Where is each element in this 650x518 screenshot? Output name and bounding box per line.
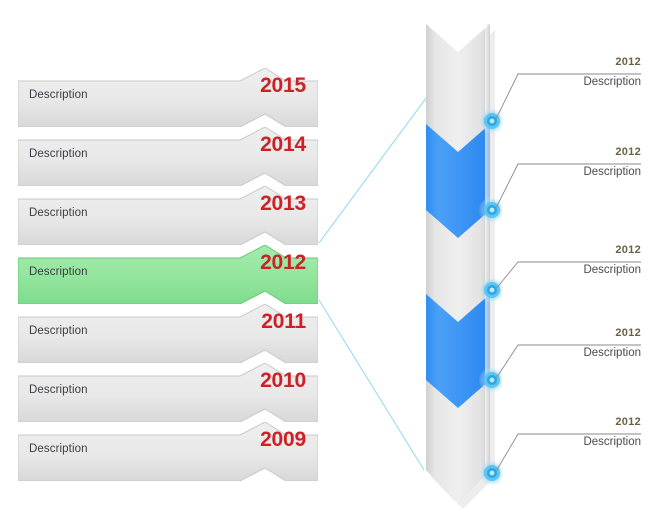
year-row-shape bbox=[18, 127, 318, 186]
year-row-shape bbox=[18, 422, 318, 481]
ribbon-body bbox=[426, 24, 490, 504]
year-row[interactable]: Description 2012 bbox=[18, 245, 318, 304]
callout-description: Description bbox=[583, 264, 641, 276]
ribbon-segment-blue-2 bbox=[426, 294, 490, 408]
ribbon-marker-3[interactable] bbox=[479, 277, 505, 303]
year-row-label: 2010 bbox=[260, 369, 306, 392]
year-row-description: Description bbox=[29, 148, 88, 160]
ribbon-graphic bbox=[412, 18, 505, 513]
year-row-shape bbox=[18, 68, 318, 127]
year-row[interactable]: Description 2009 bbox=[18, 422, 318, 481]
year-row-label: 2015 bbox=[260, 74, 306, 97]
year-row[interactable]: Description 2015 bbox=[18, 68, 318, 127]
year-row[interactable]: Description 2014 bbox=[18, 127, 318, 186]
year-row-shape bbox=[18, 186, 318, 245]
year-row-description: Description bbox=[29, 384, 88, 396]
connector-line-bottom bbox=[318, 299, 425, 471]
callout-year: 2012 bbox=[615, 56, 641, 68]
year-row-label: 2014 bbox=[260, 133, 306, 156]
callout-description: Description bbox=[583, 347, 641, 359]
year-row[interactable]: Description 2011 bbox=[18, 304, 318, 363]
year-row-shape bbox=[18, 363, 318, 422]
callout-year: 2012 bbox=[615, 327, 641, 339]
year-row-description: Description bbox=[29, 325, 88, 337]
year-row-label: 2009 bbox=[260, 428, 306, 451]
callout-description: Description bbox=[583, 166, 641, 178]
year-row-shape bbox=[18, 304, 318, 363]
year-row-shape bbox=[18, 245, 318, 304]
year-row-label: 2011 bbox=[261, 310, 306, 333]
year-row-description: Description bbox=[29, 443, 88, 455]
callout-description: Description bbox=[583, 436, 641, 448]
year-row[interactable]: Description 2013 bbox=[18, 186, 318, 245]
year-row-description: Description bbox=[29, 266, 88, 278]
callout-year: 2012 bbox=[615, 244, 641, 256]
callout-year: 2012 bbox=[615, 146, 641, 158]
year-row-description: Description bbox=[29, 89, 88, 101]
callout-description: Description bbox=[583, 76, 641, 88]
callout-year: 2012 bbox=[615, 416, 641, 428]
year-row[interactable]: Description 2010 bbox=[18, 363, 318, 422]
year-row-label: 2012 bbox=[260, 251, 306, 274]
ribbon-segment-blue-1 bbox=[426, 124, 490, 238]
year-row-description: Description bbox=[29, 207, 88, 219]
year-row-label: 2013 bbox=[260, 192, 306, 215]
ribbon-right-highlight bbox=[485, 24, 490, 475]
